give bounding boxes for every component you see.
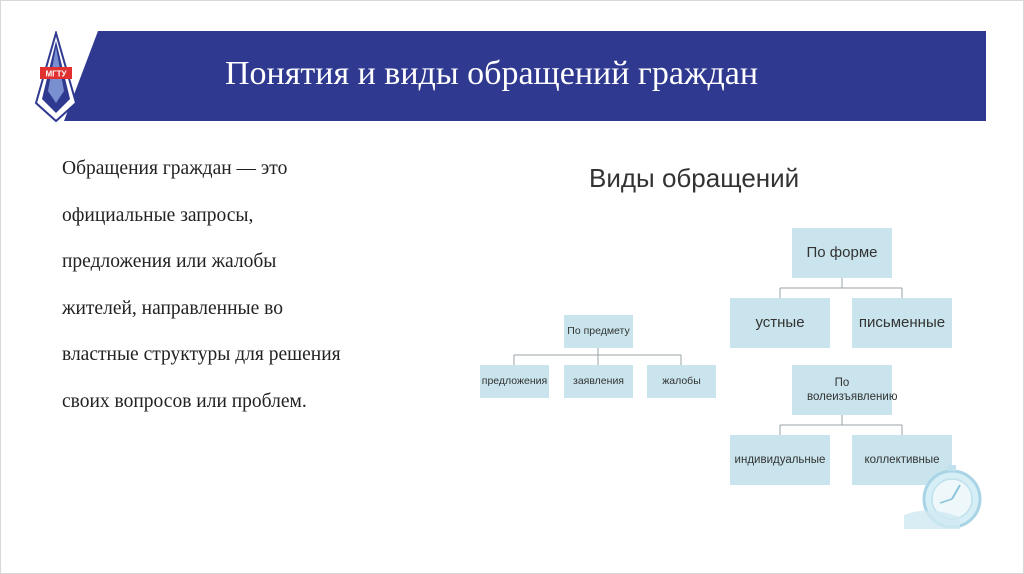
definition-line: властные структуры для решения xyxy=(62,344,341,365)
node-by-will: По волеизъявлению xyxy=(792,365,898,415)
node-oral: устные xyxy=(730,298,830,348)
definition-line: своих вопросов или проблем. xyxy=(62,390,307,412)
node-proposals: предложения xyxy=(480,365,549,398)
logo-text: МГТУ xyxy=(45,70,67,79)
university-logo-icon: МГТУ xyxy=(34,31,78,123)
node-statements: заявления xyxy=(564,365,633,398)
page-title: Понятия и виды обращений граждан xyxy=(225,55,759,92)
definition-line: жителей, направленные во xyxy=(62,297,283,319)
node-individual: индивидуальные xyxy=(730,435,830,485)
definition-line: предложения или жалобы xyxy=(62,251,277,272)
stopwatch-decoration-icon xyxy=(904,465,982,529)
definition-text: Обращения граждан — это официальные запр… xyxy=(62,146,442,425)
node-complaints: жалобы xyxy=(647,365,716,398)
node-written: письменные xyxy=(852,298,952,348)
definition-line: Обращения граждан — это xyxy=(62,158,288,179)
diagram-title: Виды обращений xyxy=(589,163,800,193)
node-by-form: По форме xyxy=(792,228,892,278)
node-by-will-label: По волеизъявлению xyxy=(807,376,898,403)
header-band xyxy=(64,31,986,121)
definition-line: официальные запросы, xyxy=(62,204,254,226)
node-by-subject: По предмету xyxy=(564,315,633,348)
